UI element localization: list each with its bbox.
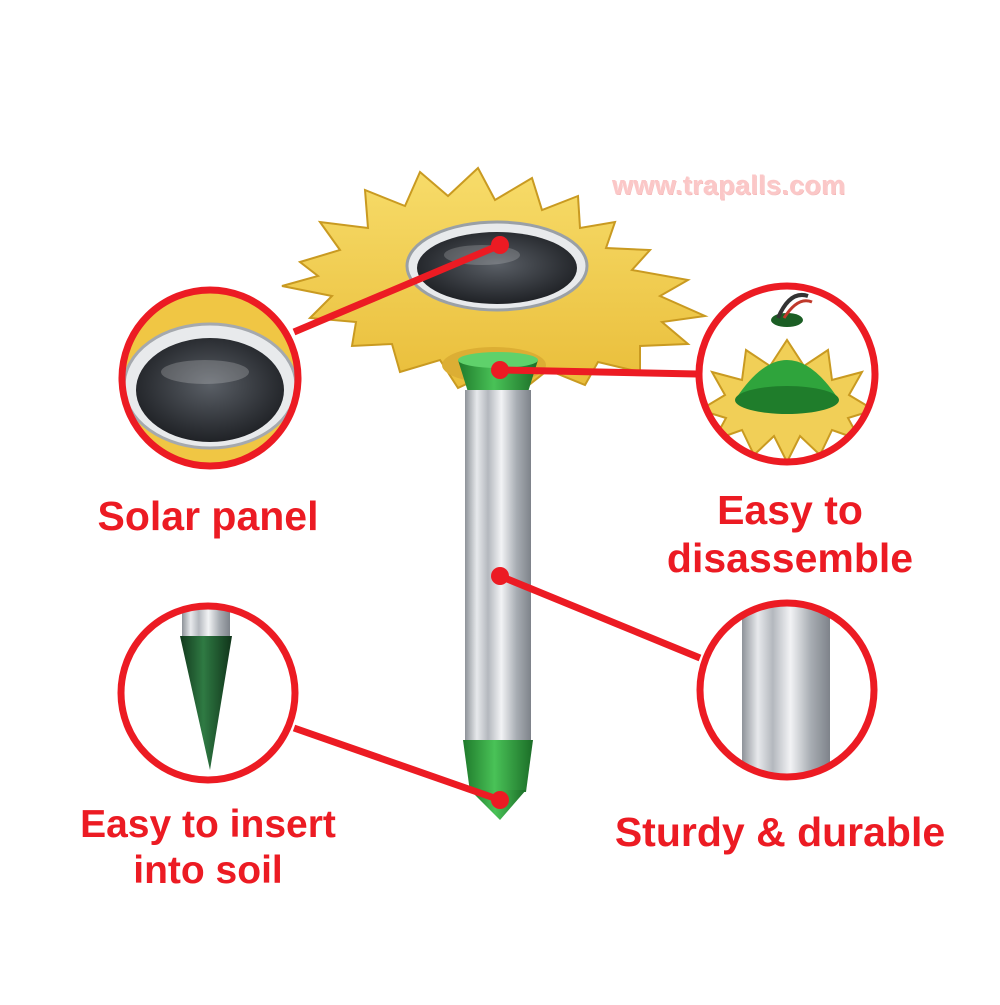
label-sturdy: Sturdy & durable xyxy=(588,808,972,856)
callout-sturdy xyxy=(696,599,878,781)
label-disassemble: Easy to disassemble xyxy=(640,486,940,583)
callout-ring-solar xyxy=(118,286,302,470)
callout-ring-sturdy xyxy=(696,599,878,781)
dot-tip xyxy=(491,791,509,809)
watermark-text: www.trapalls.com xyxy=(612,170,846,200)
callout-ring-insert xyxy=(117,602,299,784)
label-insert-line1: Easy to insert xyxy=(80,803,336,846)
callout-ring-disassemble xyxy=(695,282,879,466)
label-insert-line2: into soil xyxy=(133,849,283,893)
callout-solar-panel xyxy=(118,286,302,470)
label-solar-panel: Solar panel xyxy=(70,492,346,540)
label-insert: Easy to insert into soil xyxy=(40,802,376,894)
leader-disassemble xyxy=(499,366,698,378)
collar-top xyxy=(458,352,538,368)
leader-insert xyxy=(292,724,502,804)
aluminum-tube xyxy=(465,390,531,742)
green-end-cap xyxy=(463,740,533,792)
leader-dots xyxy=(491,236,509,809)
dot-solar xyxy=(491,236,509,254)
dot-tube xyxy=(491,567,509,585)
leader-lines xyxy=(292,241,702,804)
solar-panel-cell xyxy=(417,232,577,304)
leader-solar xyxy=(292,241,502,336)
callout-insert xyxy=(117,602,299,784)
dot-collar xyxy=(491,361,509,379)
leader-sturdy xyxy=(498,572,702,662)
label-solar-panel-text: Solar panel xyxy=(97,493,319,539)
label-sturdy-text: Sturdy & durable xyxy=(614,809,946,855)
label-disassemble-line2: disassemble xyxy=(666,535,914,582)
callout-disassemble xyxy=(695,282,879,466)
sunflower-top xyxy=(281,166,709,394)
label-disassemble-line1: Easy to xyxy=(717,487,863,533)
